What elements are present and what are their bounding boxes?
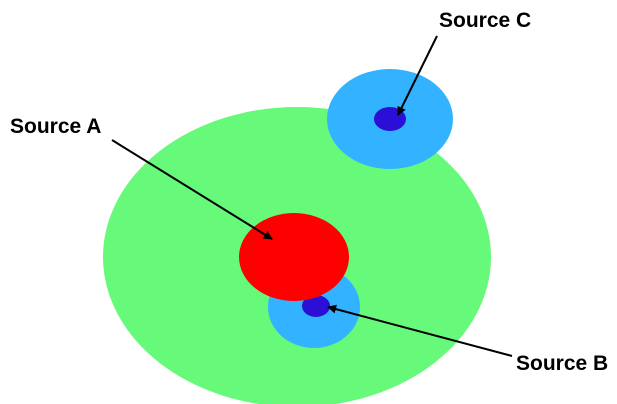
source-c-arrow [397, 35, 438, 116]
source-a-arrow [111, 139, 273, 240]
source-a-region [239, 213, 349, 301]
source-c-label: Source C [439, 9, 531, 32]
source-b-arrow [327, 304, 513, 357]
source-b-core [302, 295, 330, 317]
source-b-label: Source B [516, 352, 608, 375]
source-a-label: Source A [10, 115, 101, 138]
